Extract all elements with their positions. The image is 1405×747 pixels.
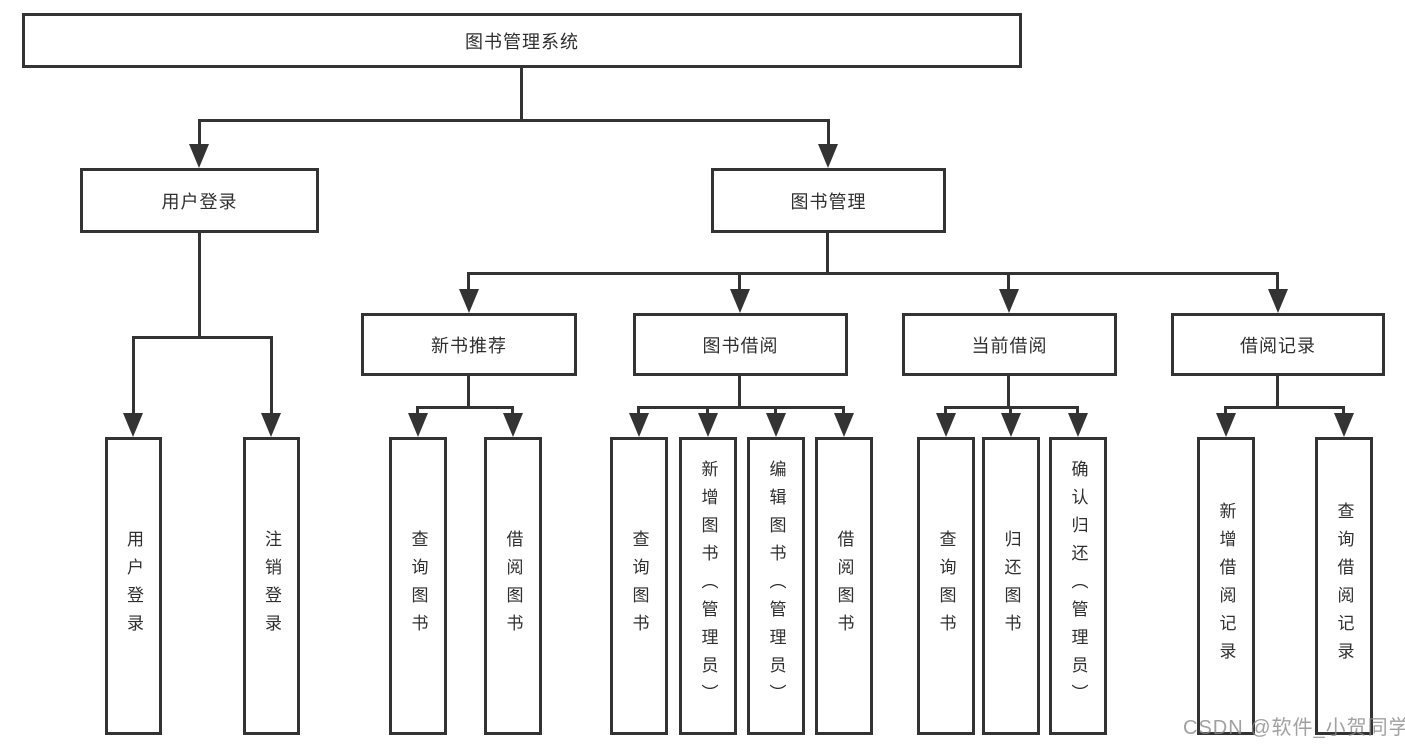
connector-stub	[637, 406, 640, 416]
connector-user-login-split	[132, 336, 273, 339]
connector-current-down	[1007, 376, 1010, 409]
connector-borrowing-down	[738, 376, 741, 409]
connector-stub	[1076, 406, 1079, 416]
arrow-down-icon	[1068, 413, 1088, 437]
node-label: 新增借阅记录	[1216, 502, 1236, 670]
node-query-books-borrowing: 查询图书	[610, 437, 668, 735]
arrow-down-icon	[1334, 413, 1354, 437]
connector-to-borrowing-records	[1276, 272, 1279, 292]
node-query-borrow-record: 查询借阅记录	[1315, 437, 1373, 735]
arrow-down-icon	[503, 413, 523, 437]
arrow-down-icon	[1268, 289, 1288, 313]
node-label: 当前借阅	[971, 335, 1048, 356]
node-new-book-recommend: 新书推荐	[361, 313, 577, 376]
arrow-down-icon	[818, 144, 838, 168]
connector-stub	[416, 406, 419, 416]
arrow-down-icon	[1216, 413, 1236, 437]
node-label: 借阅图书	[834, 530, 854, 642]
node-add-books-admin: 新增图书（管理员）	[679, 437, 737, 735]
node-book-borrowing: 图书借阅	[633, 313, 848, 376]
arrow-down-icon	[123, 413, 143, 437]
node-query-books-current: 查询图书	[917, 437, 975, 735]
node-label: 用户登录	[161, 191, 238, 212]
node-label: 新增图书（管理员）	[698, 460, 718, 712]
node-edit-books-admin: 编辑图书（管理员）	[747, 437, 805, 735]
node-label: 借阅记录	[1240, 335, 1316, 356]
connector-to-book-borrowing	[738, 272, 741, 292]
connector-to-new-book-recommend	[467, 272, 470, 292]
connector-records-split	[1224, 406, 1345, 409]
node-label: 查询借阅记录	[1334, 502, 1354, 670]
connector-borrowing-split	[637, 406, 845, 409]
node-current-borrowing: 当前借阅	[902, 313, 1117, 376]
node-label: 归还图书	[1001, 530, 1021, 642]
node-label: 图书管理	[790, 191, 867, 212]
connector-stub	[1342, 406, 1345, 416]
arrow-down-icon	[408, 413, 428, 437]
node-user-login-action: 用户登录	[105, 437, 162, 735]
node-logout: 注销登录	[243, 437, 300, 735]
connector-stub	[706, 406, 709, 416]
node-label: 查询图书	[629, 530, 649, 642]
connector-stub	[511, 406, 514, 416]
arrow-down-icon	[698, 413, 718, 437]
node-label: 借阅图书	[503, 530, 523, 642]
connector-recommend-down	[467, 376, 470, 409]
connector-stub	[1224, 406, 1227, 416]
connector-to-book-management	[827, 119, 830, 149]
arrow-down-icon	[459, 289, 479, 313]
connector-root-down	[520, 68, 523, 120]
node-system-root: 图书管理系统	[22, 13, 1022, 68]
node-label: 新书推荐	[431, 335, 507, 356]
connector-to-user-login	[198, 119, 201, 149]
connector-stub	[842, 406, 845, 416]
connector-book-management-down	[826, 233, 829, 275]
node-return-books: 归还图书	[982, 437, 1040, 735]
node-confirm-return-admin: 确认归还（管理员）	[1049, 437, 1107, 735]
connector-to-login-leaf	[132, 336, 135, 416]
node-query-books-recommend: 查询图书	[389, 437, 447, 735]
connector-level1-split	[198, 119, 829, 122]
watermark: CSDN @软件_小贺同学	[1183, 717, 1405, 739]
arrow-down-icon	[999, 289, 1019, 313]
arrow-down-icon	[766, 413, 786, 437]
connector-to-logout-leaf	[270, 336, 273, 416]
arrow-down-icon	[834, 413, 854, 437]
node-label: 图书管理系统	[465, 31, 579, 52]
node-label: 查询图书	[408, 530, 428, 642]
arrow-down-icon	[936, 413, 956, 437]
arrow-down-icon	[1001, 413, 1021, 437]
node-label: 编辑图书（管理员）	[766, 460, 786, 712]
arrow-down-icon	[629, 413, 649, 437]
connector-to-current-borrowing	[1007, 272, 1010, 292]
node-label: 用户登录	[124, 530, 143, 642]
node-label: 图书借阅	[702, 335, 779, 356]
node-label: 确认归还（管理员）	[1068, 460, 1088, 712]
connector-stub	[944, 406, 947, 416]
node-user-login: 用户登录	[80, 168, 319, 233]
connector-stub	[774, 406, 777, 416]
node-book-management: 图书管理	[711, 168, 946, 233]
node-add-borrow-record: 新增借阅记录	[1197, 437, 1255, 735]
arrow-down-icon	[730, 289, 750, 313]
arrow-down-icon	[261, 413, 281, 437]
connector-book-management-split	[467, 272, 1279, 275]
connector-stub	[1009, 406, 1012, 416]
connector-records-down	[1276, 376, 1279, 409]
connector-user-login-down	[198, 233, 201, 339]
node-label: 注销登录	[262, 530, 281, 642]
connector-recommend-split	[416, 406, 514, 409]
node-label: 查询图书	[936, 530, 956, 642]
node-borrow-books-recommend: 借阅图书	[484, 437, 542, 735]
node-borrowing-records: 借阅记录	[1171, 313, 1385, 376]
arrow-down-icon	[189, 144, 209, 168]
node-borrow-books: 借阅图书	[815, 437, 873, 735]
